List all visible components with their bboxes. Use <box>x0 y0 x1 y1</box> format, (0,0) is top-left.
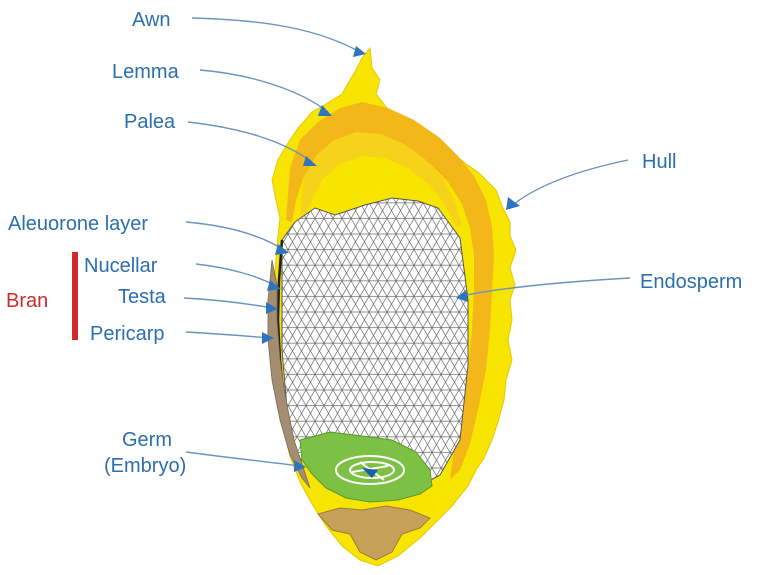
awn-leader <box>192 18 360 52</box>
label-pericarp: Pericarp <box>90 323 164 345</box>
label-germ: Germ <box>122 429 172 451</box>
lemma-leader <box>200 70 328 112</box>
label-endosperm: Endosperm <box>640 271 742 293</box>
germ-leader <box>186 452 300 466</box>
bran-bar <box>72 252 78 340</box>
hull-leader <box>514 160 628 204</box>
nucellar-leader <box>196 264 276 286</box>
label-embryo: (Embryo) <box>104 455 186 477</box>
aleurone-leader <box>186 222 284 250</box>
label-aleurone: Aleuorone layer <box>8 213 148 235</box>
label-nucellar: Nucellar <box>84 255 158 277</box>
hull-arrowhead <box>506 197 520 210</box>
label-bran: Bran <box>6 290 48 312</box>
pericarp-leader <box>186 332 268 338</box>
testa-leader <box>184 298 272 308</box>
label-testa: Testa <box>118 286 167 308</box>
label-awn: Awn <box>132 9 171 31</box>
label-lemma: Lemma <box>112 61 180 83</box>
label-hull: Hull <box>642 151 676 173</box>
label-palea: Palea <box>124 111 176 133</box>
